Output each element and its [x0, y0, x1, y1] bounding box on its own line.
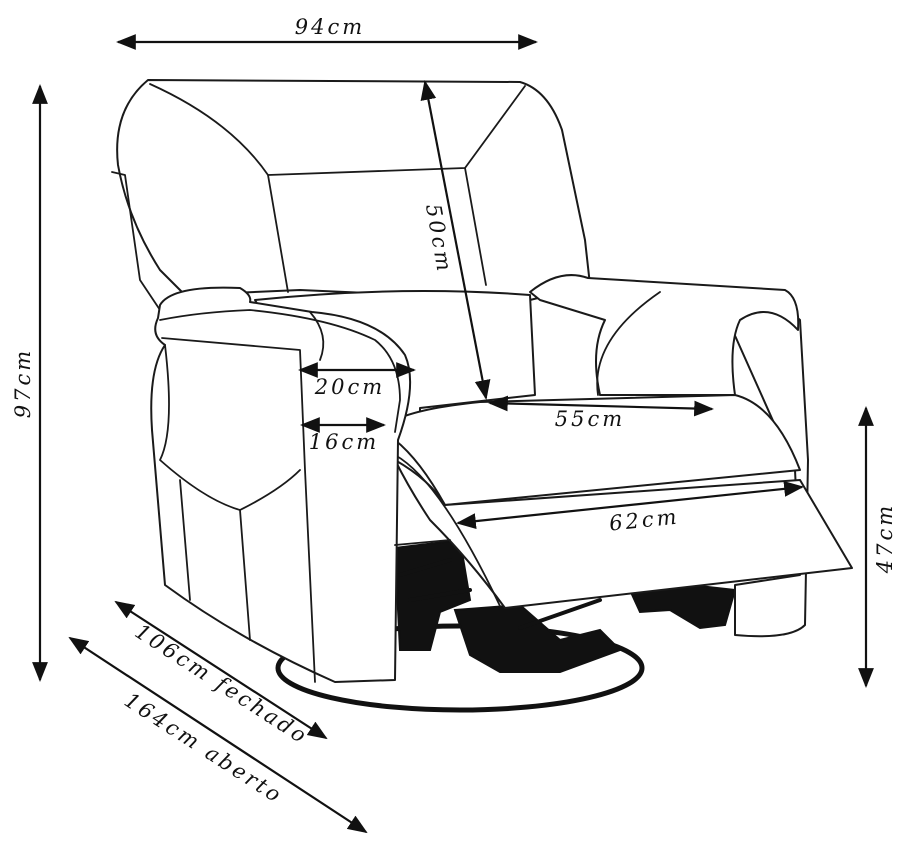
- seat-width-dimension-line: [488, 395, 714, 417]
- depth-open-dimension-line: [68, 636, 368, 834]
- footrest-side: [394, 454, 501, 607]
- left-arm-curve: [309, 311, 325, 361]
- seat-width-label: 55cm: [555, 407, 625, 431]
- right-arm-seam: [596, 291, 661, 396]
- arm-bottom-label: 16cm: [309, 430, 379, 454]
- backrest: [116, 79, 591, 301]
- seat-cushion: [394, 394, 801, 506]
- mechanism-links: [398, 558, 602, 630]
- footrest-dimension-line: [456, 480, 804, 530]
- back-wing: [111, 171, 161, 311]
- backrest-dimension-line: [420, 80, 491, 400]
- mechanism-center: [453, 603, 622, 673]
- height-label: 97cm: [11, 348, 35, 418]
- left-panel-seam: [159, 344, 301, 511]
- right-arm: [529, 274, 800, 396]
- seat-height-label: 47cm: [873, 503, 897, 574]
- back-seam-left: [267, 174, 289, 293]
- arm-top-label: 20cm: [314, 375, 385, 399]
- left-arm: [150, 286, 412, 683]
- seat-lower-edge: [394, 539, 451, 546]
- width-label: 94cm: [295, 15, 365, 39]
- dimension-lines: [32, 34, 874, 834]
- swivel-base: [275, 538, 737, 713]
- left-arm-front-seam: [161, 337, 316, 683]
